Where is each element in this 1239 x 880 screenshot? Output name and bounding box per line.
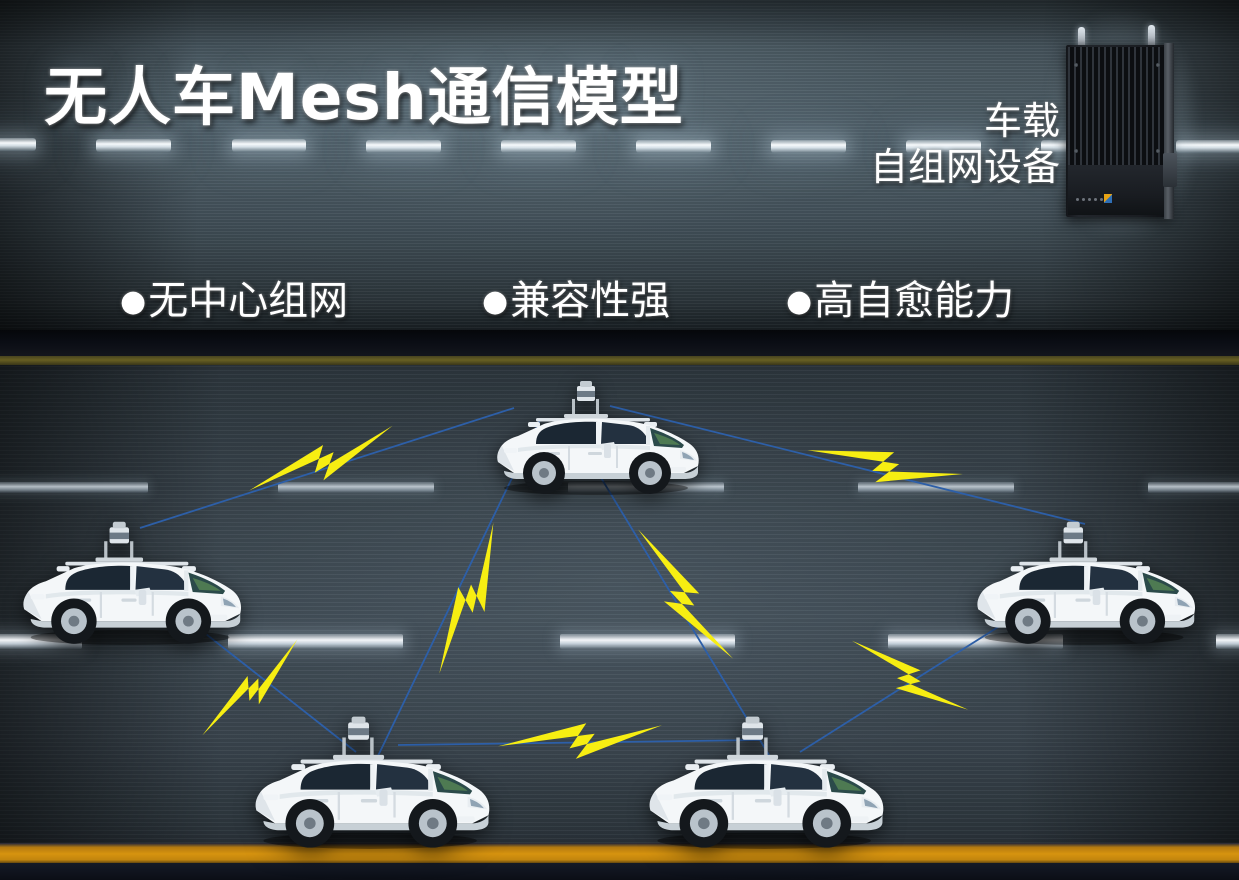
- lane-dash-far: [278, 482, 434, 493]
- device-connector: [1163, 153, 1177, 187]
- mesh-radio-device-icon: [1048, 13, 1198, 237]
- feature-bullet-2: ●兼容性强: [482, 268, 670, 326]
- lane-dash-far: [1148, 482, 1239, 493]
- link-top-to-midright: [609, 405, 1086, 525]
- wall-lightbar: [96, 139, 171, 152]
- lane-dash-far: [0, 482, 148, 493]
- wireless-link-lines: [139, 405, 1086, 761]
- car-middle-left: [9, 519, 249, 646]
- device-led-indicators: [1076, 198, 1103, 201]
- wall-vignette: [0, 0, 1239, 334]
- device-caption-line1: 车载: [983, 99, 1060, 143]
- link-top-to-midleft: [139, 407, 515, 529]
- bolt-top-bottomleft: [439, 522, 494, 674]
- bullet-dot-icon: ●: [786, 284, 813, 319]
- device-antenna-right: [1148, 25, 1155, 47]
- background-wall: [0, 0, 1239, 334]
- road-horizon-band: [0, 330, 1239, 357]
- bullet-dot-icon: ●: [482, 284, 509, 319]
- wall-lightbar: [0, 138, 36, 151]
- bolt-top-bottomright: [638, 529, 734, 659]
- wall-lightbar: [232, 139, 306, 152]
- device-heatsink-fins: [1068, 47, 1164, 165]
- device-brand-logo: [1104, 194, 1112, 203]
- wall-lightbar: [906, 140, 981, 153]
- car-middle-right: [963, 519, 1203, 646]
- device-screw: [1156, 149, 1160, 153]
- wall-lightbar: [501, 140, 576, 153]
- feature-bullet-1: ●无中心组网: [120, 268, 348, 326]
- bolt-bottom-pair: [498, 723, 662, 759]
- bolt-midleft-bottomleft: [202, 639, 298, 736]
- lightning-bolt-group: [202, 425, 969, 759]
- page-title: 无人车Mesh通信模型: [44, 61, 684, 134]
- feature-bullet-list: ●无中心组网●兼容性强●高自愈能力: [110, 268, 1090, 324]
- device-caption-line2: 自组网设备: [869, 145, 1060, 190]
- device-screw: [1156, 63, 1160, 67]
- device-side-rail: [1164, 43, 1174, 219]
- lane-dash-near: [228, 634, 403, 649]
- wall-lightbar: [771, 140, 846, 153]
- wall-lightbar: [366, 140, 441, 153]
- device-screw: [1074, 149, 1078, 153]
- road-shoulder-bottom: [0, 863, 1239, 880]
- bolt-top-midleft: [249, 425, 393, 491]
- wall-lightbar: [1176, 140, 1239, 153]
- car-bottom-left: [240, 713, 498, 850]
- feature-bullet-label: 高自愈能力: [814, 278, 1015, 324]
- car-top-center: [484, 378, 706, 496]
- lane-dash-near: [560, 634, 735, 649]
- car-bottom-right: [634, 713, 892, 850]
- wall-lightbar: [636, 140, 711, 153]
- lane-dash-near: [1216, 634, 1239, 649]
- bolt-midright-bottomright: [851, 640, 969, 710]
- device-screw: [1074, 63, 1078, 67]
- feature-bullet-label: 兼容性强: [510, 278, 671, 324]
- road-edge-line-top: [0, 356, 1239, 365]
- device-antenna-left: [1078, 27, 1085, 49]
- device-caption: 车载 自组网设备: [770, 98, 1060, 191]
- feature-bullet-label: 无中心组网: [148, 278, 349, 324]
- feature-bullet-3: ●高自愈能力: [786, 268, 1014, 326]
- device-front-panel: [1068, 165, 1164, 215]
- bolt-top-midright: [807, 450, 963, 483]
- bullet-dot-icon: ●: [120, 284, 147, 319]
